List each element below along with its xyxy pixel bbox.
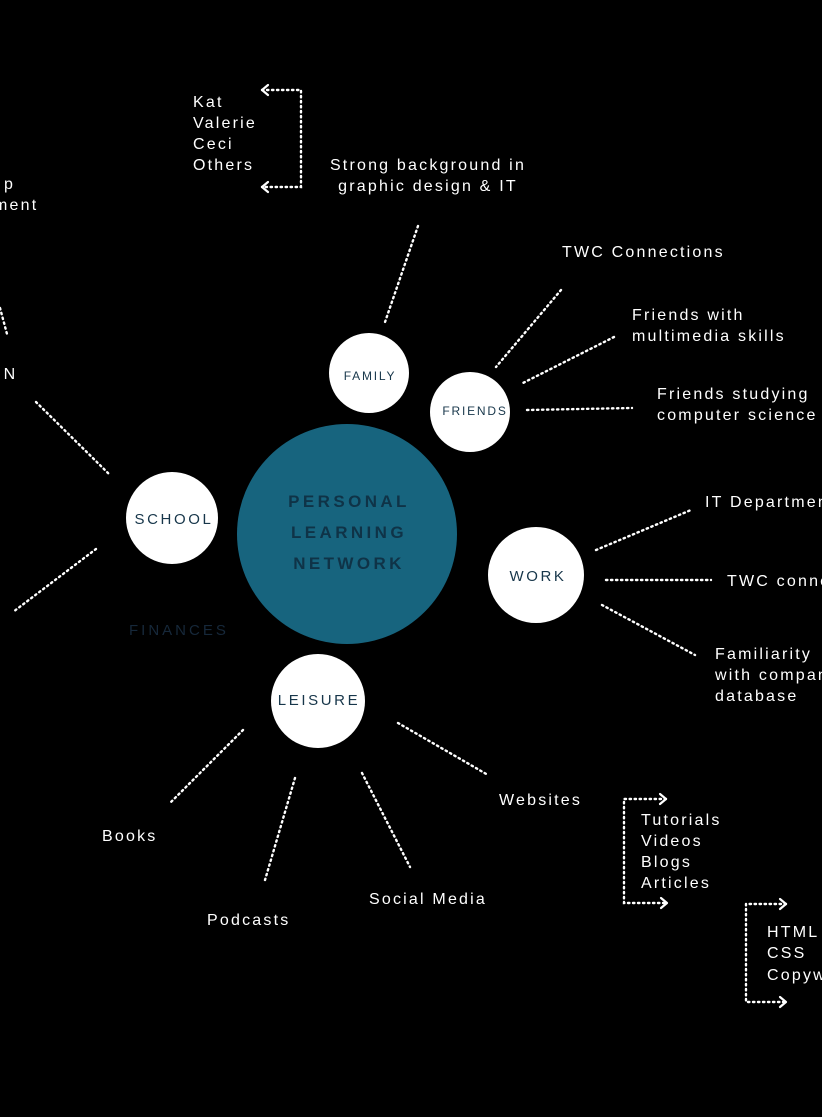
work-familiarity-line-2: with company [714, 667, 822, 684]
node-friends: FRIENDS [430, 372, 510, 452]
work-familiarity-line-3: database [715, 688, 798, 705]
school-partial-top-line-1: p [4, 176, 15, 193]
leisure-branch: Books Podcasts Social Media Websites Tut… [102, 792, 822, 984]
school-partial-top-line-2: ment [0, 197, 38, 214]
website-item-1: Tutorials [641, 812, 722, 829]
social-media-label: Social Media [369, 891, 487, 908]
podcasts-label: Podcasts [207, 912, 290, 929]
center-node: PERSONAL LEARNING NETWORK [237, 424, 457, 644]
friends-twc-connector [494, 288, 563, 369]
background-line-1: Strong background in [330, 157, 526, 174]
friends-multimedia-connector [521, 335, 616, 385]
leisure-podcasts-connector [263, 776, 297, 882]
school-lower-connector [11, 547, 98, 614]
friends-cs-line-1: Friends studying [657, 386, 810, 403]
websites-bracket-arrow-top [658, 792, 668, 806]
family-bracket-arrow-top [260, 83, 270, 97]
friends-circle [430, 372, 510, 452]
work-circle [488, 527, 584, 623]
website-item-4: Articles [641, 875, 711, 892]
family-names-bracket [260, 88, 303, 189]
finances-label: FINANCES [129, 622, 229, 639]
family-branch: Kat Valerie Ceci Others Strong backgroun… [193, 94, 526, 195]
leisure-circle [271, 654, 365, 748]
friends-twc-label: TWC Connections [562, 244, 725, 261]
websites-bracket-arrow-bottom [659, 896, 669, 910]
node-family: FAMILY [329, 333, 409, 413]
family-name-3: Ceci [193, 136, 234, 153]
family-name-1: Kat [193, 94, 224, 111]
background-line-2: graphic design & IT [338, 178, 518, 195]
leisure-websites-connector [396, 721, 490, 777]
sub-items-bracket [744, 902, 788, 1004]
family-name-2: Valerie [193, 115, 257, 132]
websites-items-bracket [622, 797, 669, 905]
work-familiarity-line-1: Familiarity [715, 646, 812, 663]
work-it-connector [594, 508, 693, 552]
website-item-3: Blogs [641, 854, 692, 871]
work-branch: IT Department TWC connections Familiarit… [705, 494, 822, 705]
center-circle [237, 424, 457, 644]
work-familiarity-connector [600, 603, 697, 657]
school-partial-mid: IN [0, 366, 17, 383]
school-branch: p ment IN [0, 176, 38, 383]
connector-lines [0, 224, 713, 882]
node-school: SCHOOL [126, 472, 218, 564]
center-label-line2: LEARNING [291, 523, 407, 542]
work-it-label: IT Department [705, 494, 822, 511]
friends-multimedia-line-2: multimedia skills [632, 328, 786, 345]
friends-branch: TWC Connections Friends with multimedia … [562, 244, 818, 424]
sub-bracket-arrow-top [778, 897, 788, 911]
family-label: FAMILY [344, 369, 397, 383]
sub-bracket-arrow-bottom [778, 995, 788, 1009]
sub-item-2: CSS [767, 945, 807, 962]
school-circle [126, 472, 218, 564]
friends-label: FRIENDS [442, 404, 507, 418]
sub-item-1: HTML [767, 924, 819, 941]
work-label: WORK [509, 568, 566, 585]
leisure-label: LEISURE [278, 692, 360, 709]
school-label: SCHOOL [135, 511, 214, 528]
leisure-books-connector [168, 728, 245, 805]
work-twc-label: TWC connections [727, 573, 822, 590]
books-label: Books [102, 828, 157, 845]
friends-cs-connector [525, 406, 634, 412]
node-work: WORK [488, 527, 584, 623]
school-top-connector [0, 306, 9, 336]
website-item-2: Videos [641, 833, 703, 850]
sub-item-3: Copywriting [767, 967, 822, 984]
center-label-line3: NETWORK [293, 554, 405, 573]
school-upper-connector [34, 400, 111, 476]
leisure-social-connector [360, 771, 412, 869]
bracket-arrows [260, 83, 788, 1009]
friends-multimedia-line-1: Friends with [632, 307, 745, 324]
family-circle [329, 333, 409, 413]
family-connector [382, 224, 420, 327]
websites-label: Websites [499, 792, 582, 809]
center-label-line1: PERSONAL [288, 492, 410, 511]
node-leisure: LEISURE [271, 654, 365, 748]
family-bracket-arrow-bottom [260, 180, 270, 194]
family-name-4: Others [193, 157, 254, 174]
friends-cs-line-2: computer science [657, 407, 818, 424]
